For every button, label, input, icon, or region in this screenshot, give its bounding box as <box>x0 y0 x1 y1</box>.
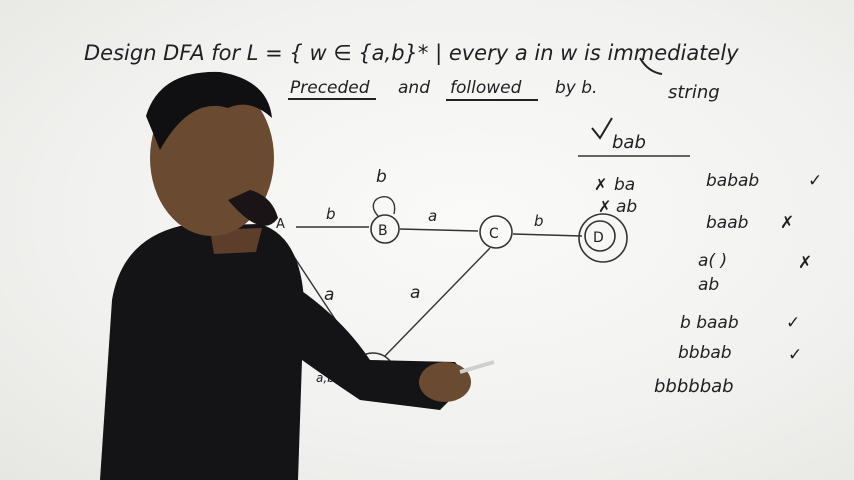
edge-c-e-label: a <box>410 283 420 303</box>
presenter-hair <box>146 71 272 150</box>
edge-a-b-label: b <box>326 205 336 223</box>
title-line-1: Design DFA for L = { w ∈ {a,b}* | every … <box>84 41 739 66</box>
edge-c-e <box>384 247 491 357</box>
edge-b-c <box>399 228 479 232</box>
state-c <box>479 215 513 249</box>
example-4: ab <box>698 275 719 295</box>
presenter-arm <box>250 260 470 410</box>
cross-mark-2: ✗ <box>598 197 611 216</box>
presenter-beard <box>228 190 278 226</box>
marker-pen <box>459 360 495 374</box>
loop-b <box>372 196 396 217</box>
edge-c-d <box>512 233 583 237</box>
title-preceded: Preceded <box>290 78 370 98</box>
edge-b-c-label: a <box>428 207 437 225</box>
loop-b-label: b <box>376 167 387 187</box>
example-5: b baab <box>680 313 739 333</box>
reject-2: ab <box>616 197 637 217</box>
state-b-label: B <box>378 223 388 239</box>
state-d <box>584 220 616 252</box>
state-a-label: A <box>276 217 285 232</box>
example-5-mark: ✓ <box>786 313 800 333</box>
accepted-header: bab <box>612 132 646 153</box>
example-2-mark: ✗ <box>780 213 794 233</box>
state-c-label: C <box>489 226 499 242</box>
example-6: bbbab <box>678 343 732 363</box>
state-d-outer <box>578 213 628 263</box>
example-2: baab <box>706 213 748 233</box>
example-1: babab <box>706 171 759 191</box>
presenter <box>100 71 495 480</box>
check-mark-header <box>591 117 613 140</box>
example-7: bbbbbab <box>654 376 734 397</box>
presenter-shirt <box>100 224 304 480</box>
example-1-mark: ✓ <box>808 171 822 191</box>
reject-1: ba <box>614 175 635 195</box>
example-6-mark: ✓ <box>788 345 802 365</box>
annotation-arrow <box>639 57 663 75</box>
title-and: and <box>398 78 430 98</box>
state-b <box>370 214 400 244</box>
title-rest: by b. <box>555 78 597 98</box>
note-string: string <box>668 82 720 103</box>
edge-a-e-label: a <box>324 285 334 305</box>
presenter-hand <box>419 362 471 402</box>
right-examples: babab ✓ baab ✗ a( ) ✗ ab b baab ✓ bbbab … <box>654 171 822 397</box>
example-3: a( ) <box>698 251 727 271</box>
title-followed: followed <box>450 78 522 98</box>
state-d-label: D <box>593 230 604 246</box>
edge-c-d-label: b <box>534 212 544 230</box>
cross-mark-1: ✗ <box>594 175 607 194</box>
example-3-mark: ✗ <box>798 253 812 273</box>
